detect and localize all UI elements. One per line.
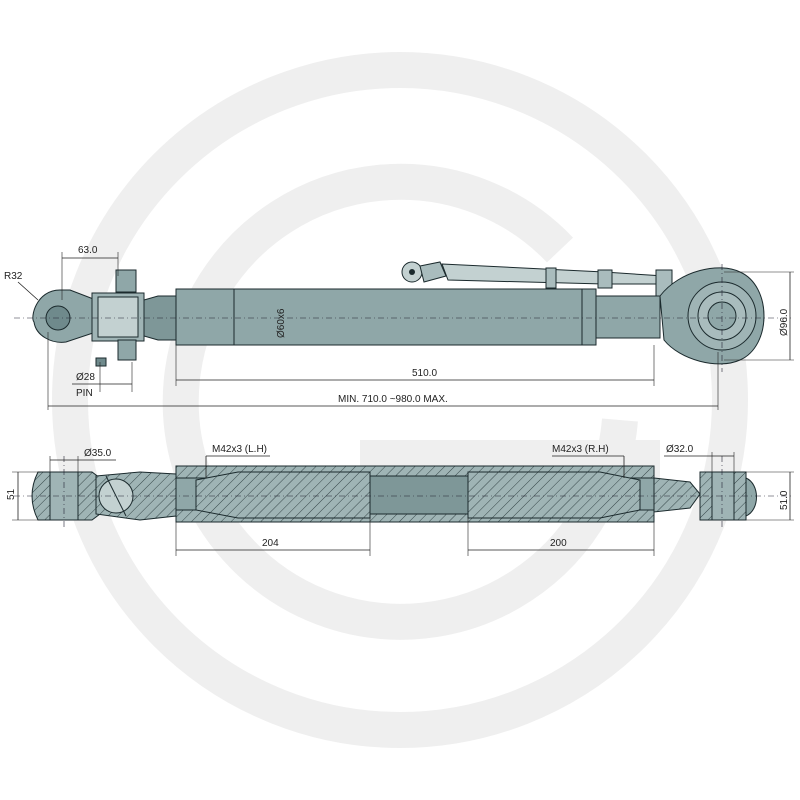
ball-end [659, 267, 765, 365]
ball-diameter-label: Ø96.0 [779, 308, 790, 336]
left-bore-label: Ø35.0 [84, 448, 112, 459]
pin-label: PIN [76, 388, 93, 399]
inner-length-label: 510.0 [412, 368, 437, 379]
top-view: R32 63.0 Ø60x6 Ø28 PIN 510.0 MIN. 710.0 … [4, 245, 794, 410]
main-tube [175, 288, 597, 346]
left-height-label: 51 [6, 488, 17, 500]
right-thread-length-label: 200 [550, 538, 567, 549]
section-view: Ø35.0 51 M42x3 (L.H) M42x3 (R.H) Ø32.0 5… [6, 444, 794, 556]
tube-diameter-label: Ø60x6 [276, 308, 287, 338]
right-bore-label: Ø32.0 [666, 444, 694, 455]
left-thread-label: M42x3 (L.H) [212, 444, 267, 455]
right-height-label: 51.0 [779, 490, 790, 510]
right-thread-label: M42x3 (R.H) [552, 444, 609, 455]
left-thread-length-label: 204 [262, 538, 279, 549]
adjusting-handle [401, 261, 673, 297]
overall-length-label: MIN. 710.0 ~980.0 MAX. [338, 394, 448, 405]
radius-label: R32 [4, 271, 23, 282]
pin-diameter-label: Ø28 [76, 372, 95, 383]
fork-width-label: 63.0 [78, 245, 98, 256]
